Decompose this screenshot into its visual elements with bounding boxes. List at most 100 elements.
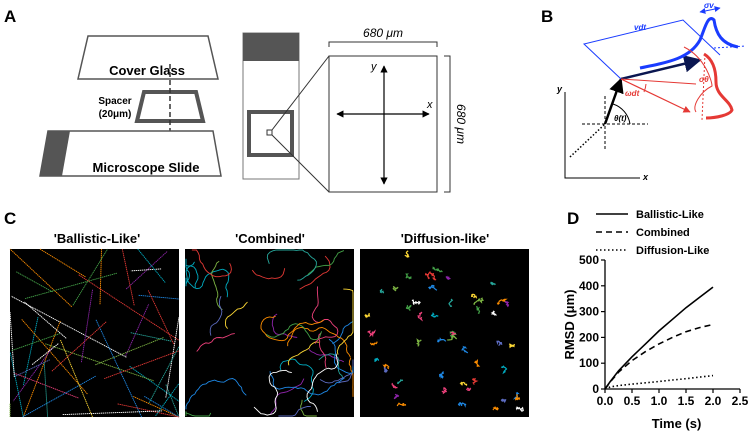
- diffusion-track: [475, 305, 481, 315]
- diffusion-track: [473, 297, 485, 305]
- diffusion-track: [382, 363, 390, 370]
- ballistic-track: [11, 333, 60, 352]
- omega-step-arrow: [620, 78, 691, 113]
- field-x-label: x: [426, 99, 433, 111]
- diffusion-track: [405, 304, 412, 311]
- omega-arc: [643, 83, 647, 93]
- diffusion-track: [515, 406, 524, 412]
- ballistic-track: [62, 410, 163, 416]
- ballistic-track: [22, 317, 39, 386]
- x-tick-label: 2.0: [705, 394, 722, 408]
- ballistic-tracks: [9, 248, 180, 418]
- sigma-theta-label: σθ: [699, 75, 709, 84]
- ballistic-track: [22, 320, 61, 418]
- vdt-label: vdt: [634, 23, 646, 32]
- diffusion-track: [439, 371, 444, 379]
- ballistic-track: [133, 396, 180, 418]
- diffusion-track: [367, 329, 376, 338]
- diffusion-track: [416, 338, 422, 347]
- x-tick-label: 0.5: [624, 394, 641, 408]
- ballistic-track: [138, 294, 180, 300]
- prior-step-arrow: [603, 77, 624, 125]
- y-tick-label: 300: [579, 305, 599, 319]
- diffusion-track: [459, 381, 468, 386]
- ballistic-track: [137, 248, 166, 283]
- diffusion-track: [514, 394, 521, 401]
- ballistic-track: [80, 289, 94, 363]
- b-y-label: y: [556, 84, 563, 94]
- series-line-dashed: [604, 323, 714, 390]
- imaging-region-marker: [266, 129, 273, 136]
- ballistic-track: [39, 248, 86, 278]
- combined-track: [287, 341, 319, 366]
- zoom-line-top: [271, 55, 330, 131]
- x-tick-label: 0.0: [597, 394, 614, 408]
- combined-track: [319, 359, 354, 384]
- combined-track: [287, 326, 351, 358]
- diffusion-track: [404, 250, 410, 258]
- omega-dt-label: ωdt: [625, 89, 640, 98]
- combined-track: [299, 255, 331, 290]
- diffusion-track: [448, 298, 454, 307]
- x-tick-label: 1.0: [651, 394, 668, 408]
- diffusion-track: [461, 345, 469, 354]
- diffusion-track: [393, 393, 400, 400]
- series-line-dotted: [604, 374, 714, 390]
- sigma-theta-arc: [683, 46, 713, 113]
- panel-letter-b: B: [541, 7, 553, 26]
- combined-track: [311, 286, 339, 344]
- combined-track: [225, 301, 248, 329]
- y-tick-label: 500: [579, 253, 599, 267]
- combined-track: [306, 353, 339, 412]
- combined-track: [260, 315, 324, 342]
- diffusion-track: [432, 266, 443, 273]
- diffusion-track: [374, 357, 380, 363]
- combined-track: [279, 358, 314, 402]
- diffusion-track: [490, 310, 497, 317]
- panel-letter-a: A: [4, 7, 16, 26]
- diffusion-track: [397, 379, 404, 385]
- ballistic-track: [51, 321, 107, 372]
- cover-glass-shape: [77, 35, 219, 80]
- series-line-solid: [604, 286, 714, 390]
- ballistic-track: [155, 383, 180, 417]
- y-tick-label: 0: [592, 382, 599, 396]
- microscope-slide-label: Microscope Slide: [93, 160, 200, 175]
- speed-distribution-curve: [639, 17, 739, 70]
- sigma-v-arrow: [699, 6, 721, 14]
- diffusion-track: [392, 285, 399, 292]
- track-title-ballistic: 'Ballistic-Like': [54, 231, 140, 246]
- diffusion-track: [474, 358, 481, 367]
- legend-label: Combined: [636, 227, 690, 239]
- ballistic-track: [95, 337, 164, 366]
- diffusion-track: [441, 386, 448, 395]
- diffusion-track: [430, 311, 439, 318]
- combined-track: [278, 406, 311, 417]
- b-x-label: x: [642, 172, 649, 182]
- combined-track: [196, 333, 235, 352]
- slide-label-area: [40, 131, 70, 176]
- width-bracket: [328, 41, 438, 47]
- ballistic-track: [24, 272, 118, 300]
- spacer-shape: [134, 90, 206, 123]
- diffusion-track: [501, 365, 508, 375]
- ballistic-track: [121, 248, 135, 306]
- velocity-arrow: [620, 55, 702, 81]
- omega-ref-line: [620, 78, 697, 85]
- y-tick-label: 100: [579, 356, 599, 370]
- ballistic-track: [72, 248, 108, 306]
- x-axis-label: Time (s): [652, 416, 702, 431]
- combined-track: [348, 357, 354, 397]
- ballistic-track: [148, 346, 180, 404]
- ballistic-track: [99, 248, 102, 305]
- y-tick-label: 400: [579, 279, 599, 293]
- combined-track: [185, 378, 247, 410]
- vdt-box: [582, 19, 721, 80]
- diffusion-track: [496, 340, 503, 346]
- diffusion-track: [508, 343, 516, 349]
- panel-c: C 'Ballistic-Like' 'Combined' 'Diffusion…: [4, 209, 529, 418]
- diffusion-track: [500, 398, 507, 404]
- ballistic-track: [165, 384, 180, 418]
- combined-track: [300, 399, 317, 417]
